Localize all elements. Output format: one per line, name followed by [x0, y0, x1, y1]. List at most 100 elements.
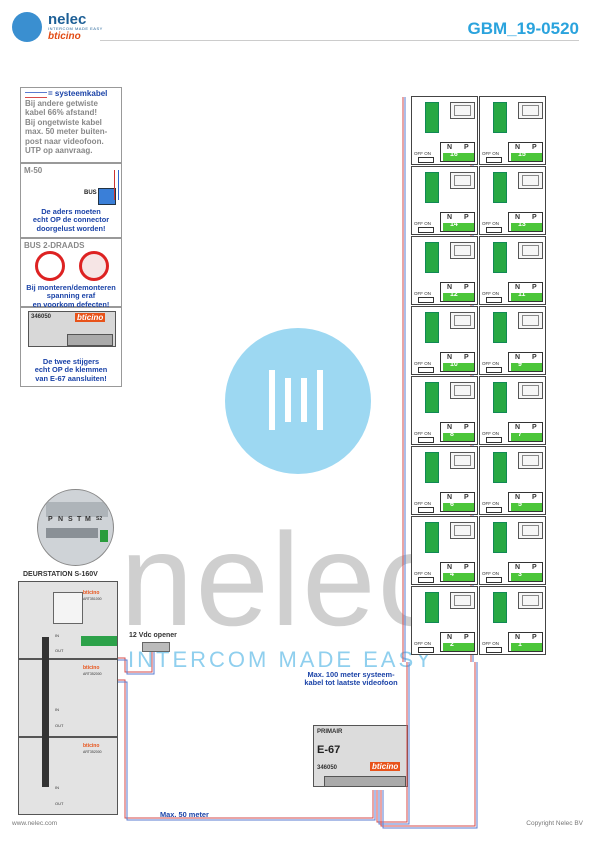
unit-number: 16 [450, 151, 458, 158]
no-plug-icon [35, 251, 65, 281]
psu-code: 346050 [31, 314, 52, 320]
unit-number: 15 [518, 151, 526, 158]
door-module-3: bticino ART352000 IN OUT [18, 737, 118, 815]
n-label: N [447, 564, 453, 571]
unit-number: 4 [450, 571, 454, 578]
off-on-switch-icon [418, 367, 434, 373]
e67-brand: bticino [370, 762, 401, 771]
module-2-in: IN [55, 707, 59, 712]
psu-module: 346050 bticino [28, 311, 116, 347]
module-1-out: OUT [55, 648, 64, 653]
n-label: N [447, 284, 453, 291]
max-50-note: Max. 50 meter [160, 810, 209, 819]
logo-name: nelec [48, 11, 87, 28]
unit-number: 8 [450, 431, 454, 438]
off-on-switch-label: OFF ON [482, 151, 499, 156]
monitor-icon [450, 522, 475, 539]
logo-tagline: INTERCOM MADE EASY [48, 26, 103, 31]
off-on-switch-icon [486, 297, 502, 303]
keypad-icon [53, 592, 83, 624]
off-on-switch-icon [486, 507, 502, 513]
module-2-code: ART352000 [83, 672, 102, 676]
unit-number: 1 [518, 641, 522, 648]
riser-cable [42, 637, 49, 787]
monitor-icon [450, 592, 475, 609]
watermark-tagline: INTERCOM MADE EASY [128, 647, 434, 672]
off-on-switch-label: OFF ON [414, 361, 431, 366]
e67-name: E-67 [317, 744, 341, 756]
watermark-circle-icon [225, 328, 371, 474]
off-on-switch-label: OFF ON [482, 641, 499, 646]
terminal-block-icon [493, 522, 507, 553]
module-3-in: IN [55, 785, 59, 790]
address-switch-icon [511, 643, 542, 651]
off-on-switch-label: OFF ON [482, 501, 499, 506]
zoom-label-2: S [68, 516, 73, 523]
unit-number: 10 [450, 361, 458, 368]
address-switch-icon [443, 223, 474, 231]
n-label: N [447, 634, 453, 641]
address-switch-icon [443, 153, 474, 161]
unit-number: 2 [450, 641, 454, 648]
off-on-switch-icon [418, 227, 434, 233]
p-label: P [532, 354, 537, 361]
module-3-code: ART352000 [83, 750, 102, 754]
n-label: N [515, 284, 521, 291]
off-on-switch-label: OFF ON [414, 641, 431, 646]
off-on-switch-label: OFF ON [414, 431, 431, 436]
zoom-label-3: T [77, 516, 82, 523]
p-label: P [464, 354, 469, 361]
off-on-switch-icon [486, 367, 502, 373]
monitor-icon [518, 312, 543, 329]
terminal-block-icon [493, 592, 507, 623]
p-label: P [532, 494, 537, 501]
off-on-switch-label: OFF ON [482, 221, 499, 226]
n-label: N [515, 424, 521, 431]
nelec-logo-icon [12, 12, 42, 42]
zoom-connector-icon [100, 530, 108, 542]
off-on-switch-icon [418, 577, 434, 583]
address-switch-icon [443, 643, 474, 651]
bus-title: BUS 2-DRAADS [24, 241, 85, 250]
off-on-switch-label: OFF ON [414, 501, 431, 506]
zoom-pins-icon [46, 528, 98, 538]
terminal-block-icon [493, 102, 507, 133]
p-label: P [532, 144, 537, 151]
off-on-switch-icon [486, 437, 502, 443]
n-label: N [515, 494, 521, 501]
p-label: P [532, 214, 537, 221]
terminal-block-icon [493, 312, 507, 343]
p-label: P [464, 144, 469, 151]
no-voltage-icon [79, 251, 109, 281]
off-on-switch-icon [486, 157, 502, 163]
watermark-bars-icon [265, 366, 335, 436]
address-switch-icon [443, 573, 474, 581]
monitor-icon [518, 102, 543, 119]
off-on-switch-icon [418, 297, 434, 303]
terminal-block-icon [425, 382, 439, 413]
n-label: N [515, 354, 521, 361]
unit-number: 14 [450, 221, 458, 228]
terminal-block-icon [493, 382, 507, 413]
zoom-label-5: S2 [96, 516, 103, 522]
n-label: N [447, 354, 453, 361]
module-3-out: OUT [55, 801, 64, 806]
unit-number: 13 [518, 221, 526, 228]
